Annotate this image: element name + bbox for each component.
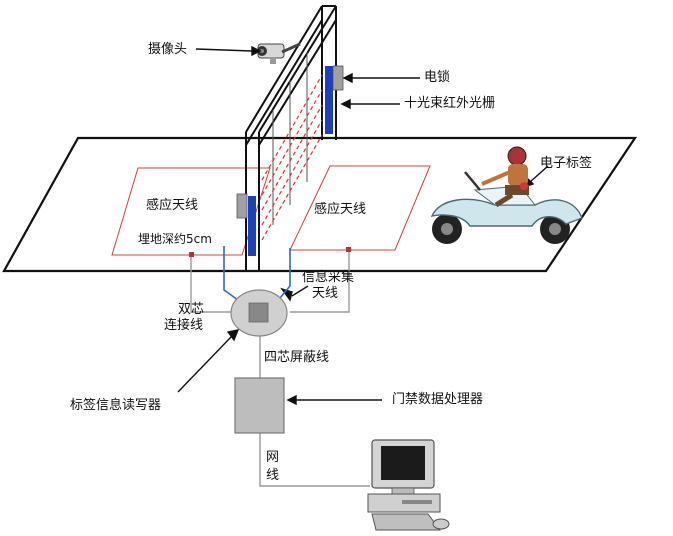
antenna-terminal-left bbox=[189, 252, 194, 257]
electric-lock-box bbox=[332, 65, 344, 91]
data-processor-box bbox=[234, 377, 285, 434]
info-antenna-label-line1: 信息采集 bbox=[302, 270, 355, 285]
four-core-cable-label: 四芯屏蔽线 bbox=[264, 350, 330, 365]
scooter-rider-icon bbox=[430, 146, 583, 244]
network-label-line1: 网 bbox=[266, 450, 280, 465]
antenna-terminal-right bbox=[346, 247, 351, 252]
computer-icon bbox=[367, 439, 450, 531]
camera-label: 摄像头 bbox=[148, 42, 188, 57]
dual-core-label-line1: 双芯 bbox=[178, 302, 205, 317]
data-processor-label: 门禁数据处理器 bbox=[392, 392, 484, 407]
infrared-beams bbox=[261, 74, 323, 241]
burial-depth-label: 埋地深约5cm bbox=[138, 232, 212, 246]
cables bbox=[190, 246, 370, 487]
grating-bar-front bbox=[248, 196, 256, 256]
electronic-tag-label: 电子标签 bbox=[540, 156, 593, 171]
antenna-loop-right bbox=[289, 165, 431, 251]
antenna-loop-left bbox=[111, 167, 271, 256]
antenna-right-label: 感应天线 bbox=[314, 202, 367, 217]
grating-bar-rear bbox=[325, 66, 333, 134]
antenna-left-label: 感应天线 bbox=[146, 198, 199, 213]
lock-box-front bbox=[236, 193, 248, 219]
ground-plane bbox=[2, 136, 638, 273]
network-label-line2: 线 bbox=[266, 468, 280, 483]
dual-core-label-line2: 连接线 bbox=[164, 318, 204, 333]
infrared-grating-label: 十光束红外光栅 bbox=[404, 96, 496, 111]
electric-lock-label: 电锁 bbox=[424, 70, 451, 85]
tag-reader-device bbox=[230, 289, 288, 337]
tag-reader-label: 标签信息读写器 bbox=[70, 398, 162, 413]
info-antenna-label-line2: 天线 bbox=[312, 286, 339, 301]
